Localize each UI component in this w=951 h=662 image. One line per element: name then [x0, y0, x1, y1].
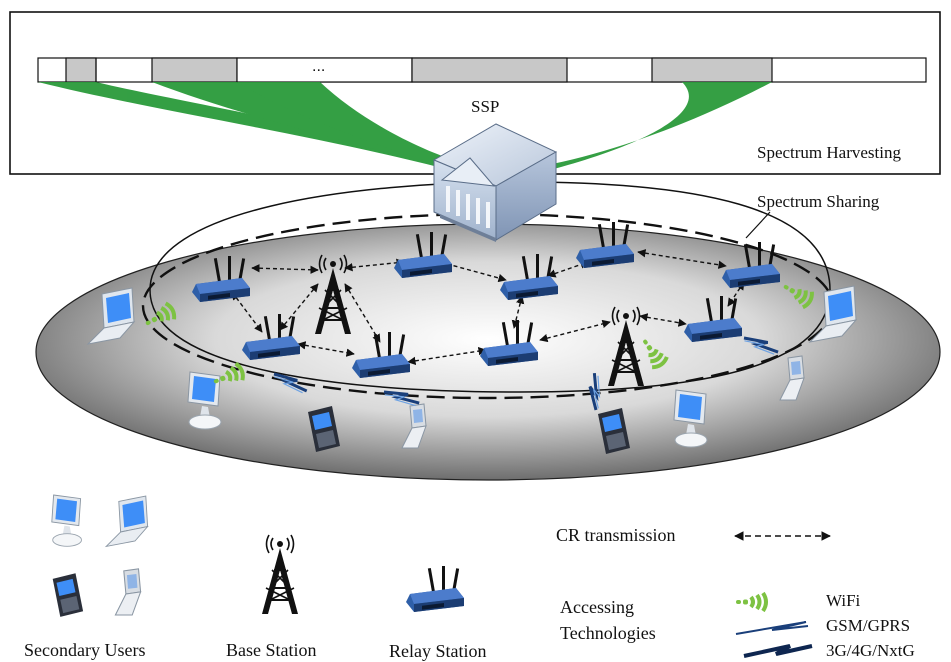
spectrum-sharing-label: Spectrum Sharing: [757, 192, 880, 211]
legend-gsm-icon: [735, 621, 809, 635]
accessing-label: Accessing: [560, 597, 634, 617]
legend-phone-icon: [52, 573, 84, 617]
ssp-building-icon: [432, 123, 558, 242]
spectrum-sharing-loop: [149, 181, 831, 393]
wifi-label: WiFi: [826, 591, 861, 610]
cr-transmission-label: CR transmission: [556, 525, 676, 545]
legend-desktop-icon: [51, 494, 82, 547]
spectrum-ellipsis: ...: [312, 58, 326, 75]
base-station-label: Base Station: [226, 640, 317, 660]
legend-base-station-icon: [261, 534, 299, 615]
legend-nxtg-icon: [743, 644, 813, 658]
spectrum-harvesting-label: Spectrum Harvesting: [757, 143, 901, 162]
legend-wifi-icon: [734, 591, 768, 613]
technologies-label: Technologies: [560, 623, 656, 643]
legend-relay-station-icon: [406, 566, 464, 612]
legend-laptop-icon: [105, 495, 149, 547]
relay-station-label: Relay Station: [389, 641, 487, 661]
cr-links: [231, 249, 745, 366]
desktop-icon: [673, 389, 708, 448]
secondary-users-label: Secondary Users: [24, 640, 146, 660]
gsm-label: GSM/GPRS: [826, 616, 911, 635]
harvest-fans: [38, 82, 772, 170]
legend-flip-phone-icon: [114, 568, 142, 616]
spectrum-band: [37, 57, 927, 83]
nxtg-label: 3G/4G/NxtG: [826, 641, 915, 660]
ssp-label: SSP: [471, 97, 500, 116]
